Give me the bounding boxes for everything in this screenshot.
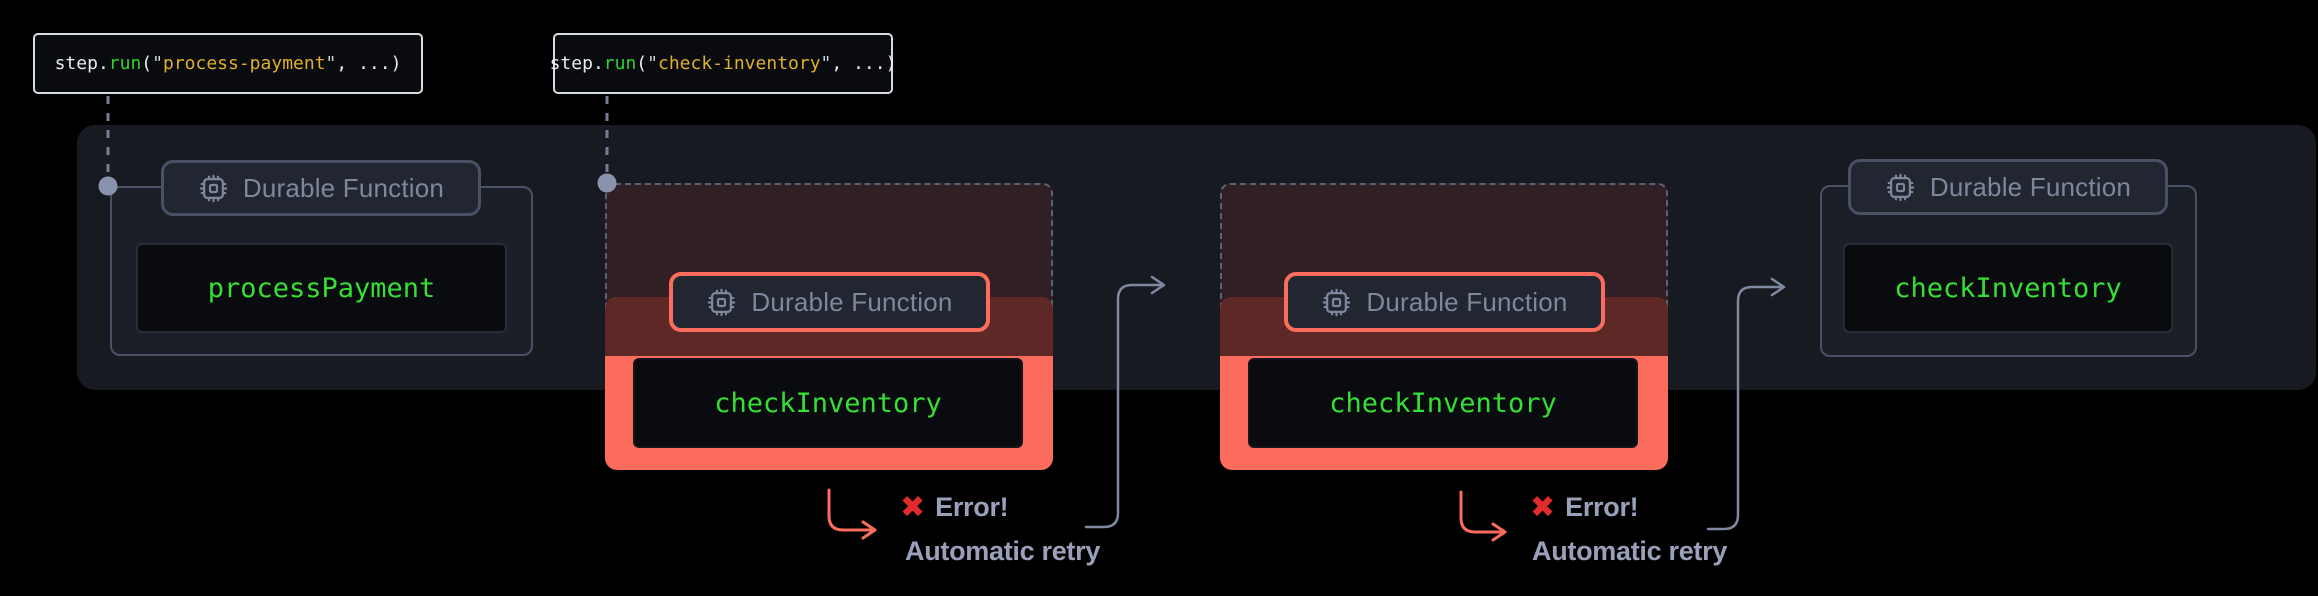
code-token: , ...) — [831, 53, 897, 74]
function-name: processPayment — [207, 272, 436, 304]
code-token: step — [549, 53, 593, 74]
cpu-chip-icon — [1886, 173, 1915, 201]
code-token: run — [603, 53, 637, 74]
badge-label: Durable Function — [751, 286, 953, 317]
error-arrowhead — [861, 520, 877, 540]
error-cross-icon: ✖ — [1530, 489, 1556, 525]
cpu-chip-icon — [1323, 288, 1351, 316]
badge-label: Durable Function — [1929, 171, 2132, 202]
function-name: checkInventory — [1329, 387, 1557, 419]
code-token: step — [54, 53, 98, 74]
error-elbow-arrow — [827, 488, 873, 532]
durable-function-badge-error: Durable Function — [1284, 272, 1605, 332]
code-token: . — [592, 53, 604, 74]
error-annotation: ✖ Error! — [900, 489, 1009, 525]
code-token: run — [108, 53, 142, 74]
durable-function-badge-error: Durable Function — [669, 272, 990, 332]
code-token: ( — [141, 53, 153, 74]
code-token: ( — [636, 53, 648, 74]
code-token: " — [820, 53, 832, 74]
code-token: " — [152, 53, 163, 74]
retry-label: Automatic retry — [1532, 536, 1728, 566]
error-annotation: ✖ Error! — [1530, 489, 1639, 525]
code-tooltip-process-payment: step.run("process-payment", ...) — [33, 33, 423, 94]
code-tooltip-check-inventory: step.run("check-inventory", ...) — [549, 33, 897, 94]
error-arrowhead — [1491, 522, 1507, 542]
error-elbow-arrow — [1459, 490, 1503, 534]
error-label: Error! — [935, 492, 1009, 522]
code-token: " — [325, 53, 337, 74]
code-token: , ...) — [336, 53, 402, 74]
badge-label: Durable Function — [1366, 286, 1568, 317]
function-name: checkInventory — [714, 387, 942, 419]
error-label: Error! — [1565, 492, 1639, 522]
function-name-box: checkInventory — [633, 358, 1023, 448]
function-name-box: checkInventory — [1843, 243, 2173, 333]
function-name-box: processPayment — [136, 243, 507, 333]
retry-label: Automatic retry — [905, 536, 1101, 566]
code-token: process-payment — [162, 53, 326, 74]
error-cross-icon: ✖ — [900, 489, 926, 525]
code-token: check-inventory — [657, 53, 821, 74]
cpu-chip-icon — [708, 288, 736, 316]
durable-function-badge: Durable Function — [161, 160, 481, 216]
cpu-chip-icon — [199, 174, 228, 202]
durable-function-badge: Durable Function — [1848, 159, 2168, 215]
function-name: checkInventory — [1894, 272, 2122, 304]
code-token: " — [647, 53, 658, 74]
function-name-box: checkInventory — [1248, 358, 1638, 448]
code-token: . — [97, 53, 109, 74]
badge-label: Durable Function — [242, 172, 445, 203]
